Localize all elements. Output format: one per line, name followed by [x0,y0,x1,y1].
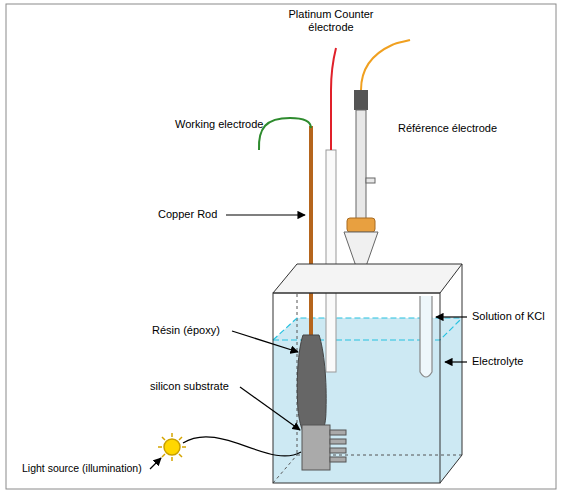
part-label: silicon substrate [150,380,229,393]
electrode-cap [354,90,368,110]
copper-rod [309,126,313,352]
part-label: Light source (illumination) [22,462,142,475]
collar [347,218,375,232]
platinum-electrode [326,150,336,372]
electrode-label: Platinum Counter électrode [271,8,391,34]
substrate-fingers [330,430,346,462]
part-label: Copper Rod [158,208,217,221]
part-label: Résin (époxy) [152,324,220,337]
lid [273,264,462,293]
part-label: Solution of KCl [472,310,545,323]
light-wire [183,437,301,456]
electrode-label: Working electrode [175,118,263,131]
silicon-substrate [302,425,330,470]
red-wire [331,48,336,150]
container [273,264,462,483]
green-wire [259,118,311,150]
electrolyte-liquid [273,318,462,483]
orange-wire [361,40,410,90]
electrode-body [356,110,366,220]
epoxy-resin [297,335,326,440]
part-label: Electrolyte [472,355,523,368]
leader-arrows [150,215,467,469]
hidden-edges [273,264,462,483]
kcl-tube [420,296,432,377]
liquid-surface [273,318,462,340]
electrode-label: Référence électrode [398,122,497,135]
frame [6,4,556,489]
sun-symbol [158,433,186,461]
side-arm [366,178,375,183]
